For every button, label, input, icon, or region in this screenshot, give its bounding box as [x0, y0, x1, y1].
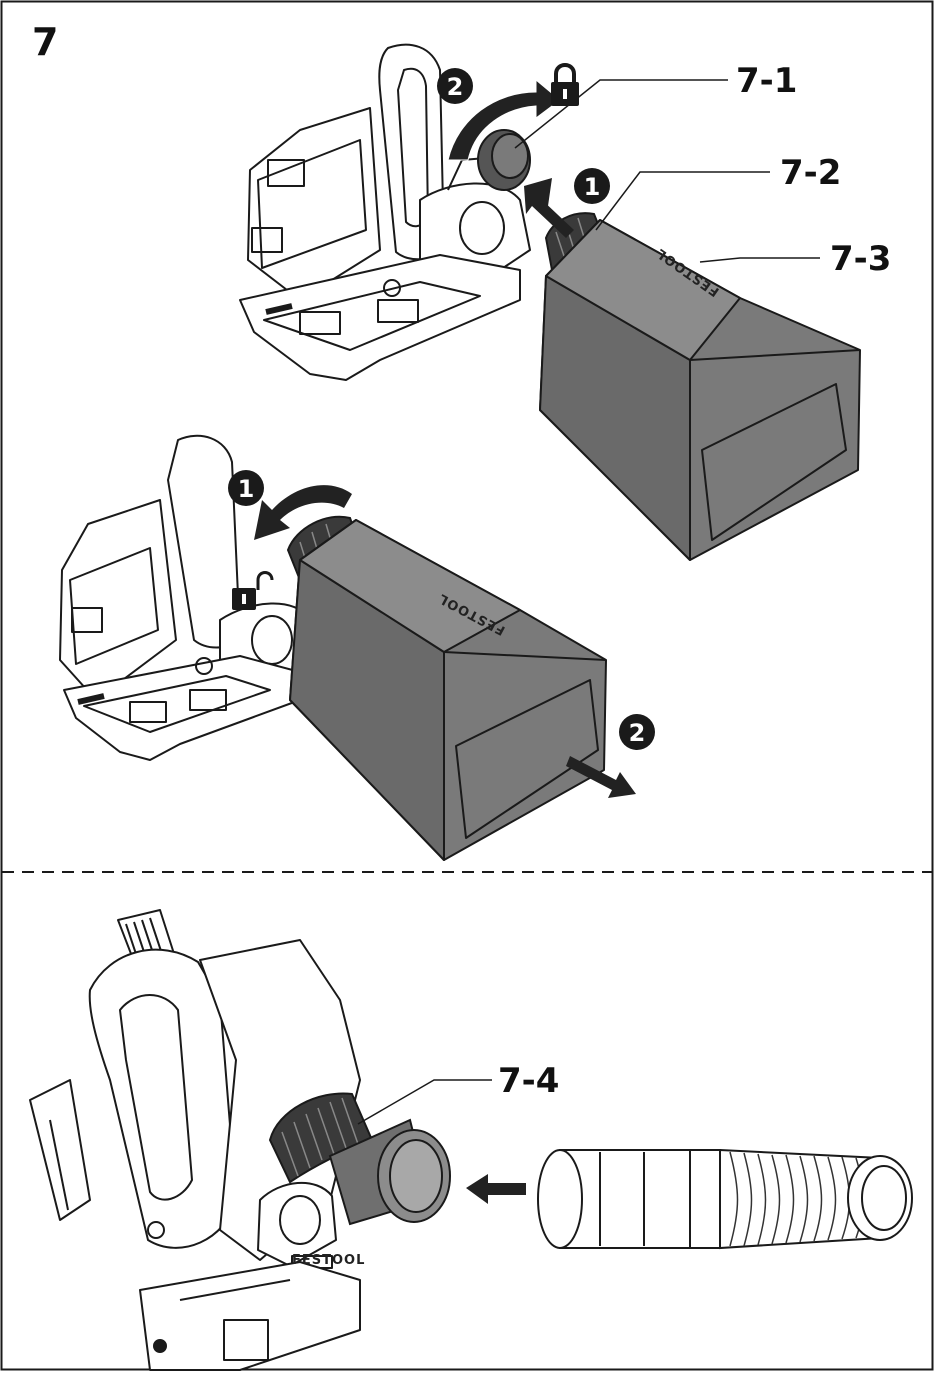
leader-lines-top — [514, 79, 820, 263]
rotate-arrow-icon — [447, 78, 561, 161]
lock-open-icon — [232, 571, 274, 610]
dust-box-middle — [289, 519, 607, 861]
callout-7-1: 7-1 — [736, 61, 797, 101]
step-number: 1 — [584, 173, 601, 201]
lock-closed-icon — [551, 63, 579, 106]
suction-hose — [537, 1148, 913, 1250]
machine-bottom — [29, 909, 361, 1371]
machine-top — [239, 43, 531, 381]
figure-number: 7 — [32, 20, 59, 64]
push-arrow-icon — [566, 756, 636, 798]
step-number: 2 — [447, 73, 464, 101]
step-badge-middle-1: 1 — [228, 470, 264, 506]
callout-7-3: 7-3 — [830, 239, 891, 279]
step-badge-middle-2: 2 — [619, 714, 655, 750]
push-arrow-icon — [524, 178, 574, 238]
brand-label-bottom: FESTOOL — [292, 1253, 365, 1268]
machine-middle — [59, 434, 317, 761]
push-arrow-icon — [466, 1174, 526, 1204]
knurled-ring-bottom — [268, 1092, 374, 1184]
dust-box-top — [539, 219, 861, 561]
step-number: 2 — [629, 719, 646, 747]
step-badge-top-1: 1 — [574, 168, 610, 204]
callout-7-4: 7-4 — [498, 1061, 559, 1101]
callout-7-2: 7-2 — [780, 153, 841, 193]
leader-line-7-4 — [357, 1079, 492, 1125]
step-number: 1 — [238, 475, 255, 503]
dust-cap — [477, 129, 531, 191]
rotate-arrow-icon — [254, 485, 352, 540]
adapter-sleeve — [328, 1118, 451, 1226]
step-badge-top-2: 2 — [437, 68, 473, 104]
